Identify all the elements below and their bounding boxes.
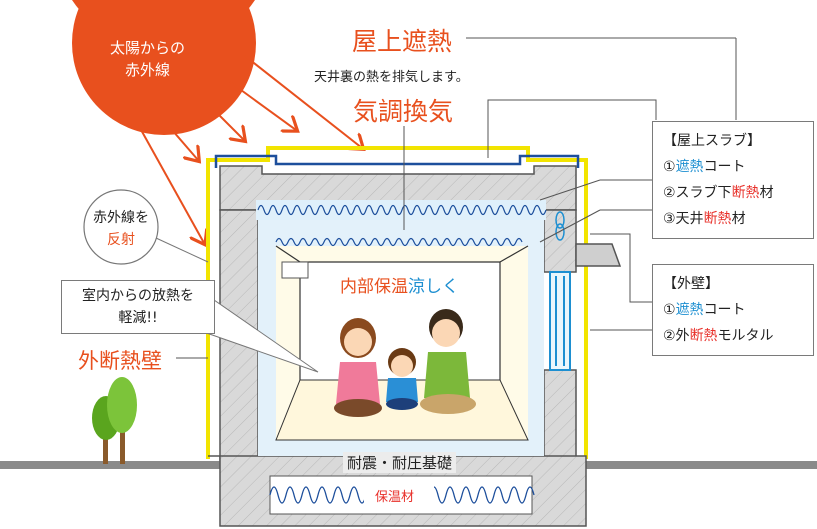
outer-wall-item: ②外断熱モルタル [663, 328, 774, 344]
interior-cool: 涼しく [408, 277, 459, 297]
ventilation-label: 気調換気 [353, 97, 454, 126]
exterior-wall-label: 外断熱壁 [78, 349, 162, 373]
roof-slab-item: ①遮熱コート [663, 159, 746, 175]
sun-label-line1: 太陽からの [110, 39, 186, 57]
roof-slab-item: ②スラブ下断熱材 [663, 185, 774, 201]
indoor-heat-line1: 室内からの放熱を [82, 288, 194, 304]
outer-wall-item: ①遮熱コート [663, 302, 746, 318]
infrared-rays [139, 55, 362, 243]
roof-insulation-label: 屋上遮熱 [352, 27, 453, 56]
air-conditioner-icon [281, 261, 309, 279]
foundation-label: 耐震・耐圧基礎 [343, 452, 457, 473]
interior-label: 内部保温涼しく [340, 272, 459, 297]
floor-insulation-label: 保温材 [375, 490, 415, 505]
roof-slab-item: ③天井断熱材 [663, 211, 746, 227]
roof-slab-title: 【屋上スラブ】 [663, 133, 761, 149]
reflect-line2: 反射 [107, 232, 135, 248]
sun-label-line2: 赤外線 [125, 61, 171, 79]
window [549, 271, 571, 371]
indoor-heat-line2: 軽減!! [118, 310, 158, 326]
floor-insulation [269, 475, 535, 515]
heat-shield-coat [206, 146, 588, 459]
sun-label: 太陽からの 赤外線 [110, 37, 185, 81]
family-illustration [334, 309, 476, 417]
vent-coil-icon [555, 211, 565, 241]
reflect-bubble-text: 赤外線を 反射 [88, 207, 154, 251]
roof-coat-line [214, 154, 580, 168]
reflect-bubble [83, 189, 159, 265]
interior-warm: 内部保温 [340, 277, 408, 297]
tree-icon [92, 377, 137, 464]
attic-exhaust-label: 天井裏の熱を排気します。 [314, 70, 469, 85]
indoor-heat-callout: 室内からの放熱を 軽減!! [61, 280, 215, 334]
outer-wall-title: 【外壁】 [663, 276, 719, 292]
leader-lines [176, 37, 737, 359]
outer-wall-legend: 【外壁】 ①遮熱コート ②外断熱モルタル [652, 264, 814, 356]
roof-slab-legend: 【屋上スラブ】 ①遮熱コート ②スラブ下断熱材 ③天井断熱材 [652, 121, 814, 239]
ceiling-insulation [256, 200, 547, 247]
reflect-line1: 赤外線を [93, 210, 149, 226]
